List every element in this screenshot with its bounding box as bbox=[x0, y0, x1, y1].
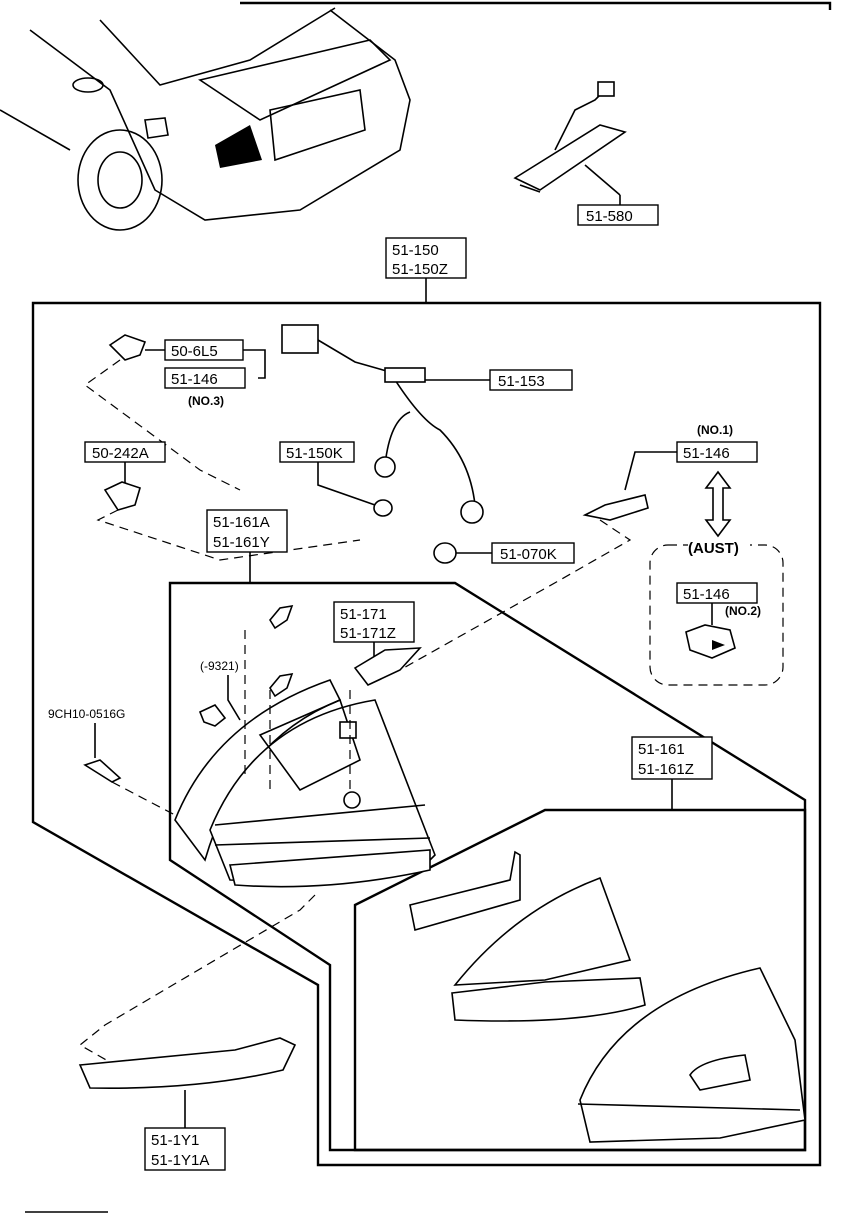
note-no1: (NO.1) bbox=[697, 423, 733, 437]
bulb-51-070k bbox=[433, 542, 457, 564]
lens-seal bbox=[409, 850, 521, 932]
wheel bbox=[77, 129, 163, 231]
lens-components bbox=[409, 850, 806, 1143]
clip-50-6l5 bbox=[108, 334, 147, 361]
assembly-outline bbox=[31, 301, 822, 1167]
callout-51-153: 51-153 bbox=[498, 373, 545, 390]
wiring-harness bbox=[281, 324, 484, 524]
callout-51-150k: 51-150K bbox=[286, 445, 343, 462]
callout-51-150: 51-150 bbox=[392, 242, 439, 259]
callout-51-171: 51-171 bbox=[340, 606, 387, 623]
upper-lens bbox=[453, 876, 632, 986]
note-no3: (NO.3) bbox=[188, 394, 224, 408]
socket-plate-51-171 bbox=[353, 647, 422, 686]
screw-upper bbox=[269, 604, 294, 630]
screw-9ch10-0516g bbox=[83, 759, 122, 783]
note-aust: (AUST) bbox=[688, 540, 739, 557]
alternative-arrow bbox=[704, 470, 732, 538]
bulb-51-150k bbox=[373, 499, 393, 517]
screw-lower bbox=[269, 672, 294, 698]
callout-51-070k: 51-070K bbox=[500, 546, 557, 563]
clip-50-242a bbox=[103, 481, 141, 511]
callout-51-161: 51-161 bbox=[638, 741, 685, 758]
callout-51-171z: 51-171Z bbox=[340, 625, 396, 642]
tail-lamp-housing bbox=[174, 679, 436, 888]
clip-9321 bbox=[198, 704, 227, 727]
callout-9ch10-0516g: 9CH10-0516G bbox=[48, 707, 125, 721]
tail-lamp-highlight bbox=[215, 125, 262, 168]
callout-50-6l5: 50-6L5 bbox=[171, 343, 218, 360]
car-rear-illustration bbox=[0, 1, 832, 231]
callout-50-242a: 50-242A bbox=[92, 445, 149, 462]
note-9321: (-9321) bbox=[200, 659, 239, 673]
lens-group-outline bbox=[353, 808, 807, 1152]
screw-51-146-no1 bbox=[582, 494, 649, 521]
callout-51-580: 51-580 bbox=[586, 208, 633, 225]
note-no2: (NO.2) bbox=[725, 604, 761, 618]
high-mount-stop-lamp bbox=[513, 81, 627, 205]
callout-51-146-no1: 51-146 bbox=[683, 445, 730, 462]
reflector-51-1y1 bbox=[78, 1037, 297, 1089]
callout-51-1y1: 51-1Y1 bbox=[151, 1132, 199, 1149]
aust-group-outline bbox=[649, 544, 784, 686]
lens-strip bbox=[451, 977, 646, 1022]
callout-51-1y1a: 51-1Y1A bbox=[151, 1152, 209, 1169]
callout-51-161a: 51-161A bbox=[213, 514, 270, 531]
callout-51-150z: 51-150Z bbox=[392, 261, 448, 278]
clip-51-146-no2 bbox=[685, 624, 736, 659]
callout-51-146-no3: 51-146 bbox=[171, 371, 218, 388]
callout-box-51-580 bbox=[577, 204, 659, 226]
outer-lens bbox=[579, 967, 806, 1143]
callout-51-161y: 51-161Y bbox=[213, 534, 270, 551]
callout-51-161z: 51-161Z bbox=[638, 761, 694, 778]
callout-box-51-150 bbox=[385, 237, 467, 279]
callout-51-146-no2: 51-146 bbox=[683, 586, 730, 603]
